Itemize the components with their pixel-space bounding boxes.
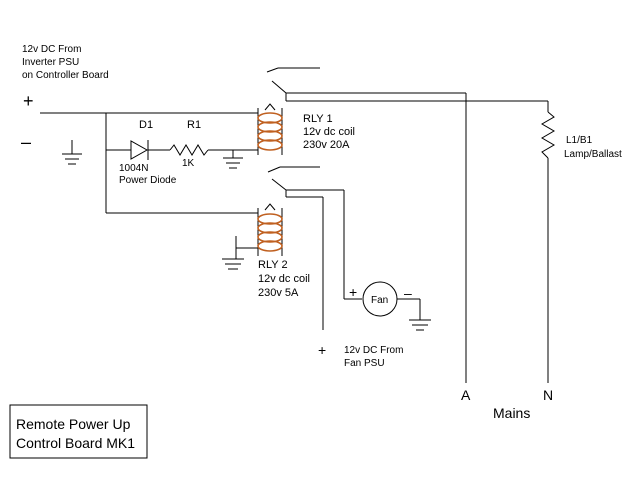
- relay2-contact: [267, 166, 320, 197]
- fan-supply-plus-sign: +: [318, 342, 326, 358]
- diode-ref-label: D1: [139, 119, 153, 131]
- fan-supply-label-line2: Fan PSU: [344, 358, 385, 369]
- resistor-value-label: 1K: [182, 158, 195, 169]
- relay2-name: RLY 2: [258, 259, 288, 271]
- title-line2: Control Board MK1: [16, 435, 135, 451]
- supply-label-line3: on Controller Board: [22, 70, 109, 81]
- lamp-description: Lamp/Ballast: [564, 149, 622, 160]
- diode-d1-symbol: [130, 140, 149, 160]
- fan-ground-symbol: [409, 299, 431, 331]
- fan-supply-label-line1: 12v DC From: [344, 345, 403, 356]
- relay1-coil: [257, 103, 283, 155]
- relay2-rating: 230v 5A: [258, 287, 299, 299]
- relay1-rating: 230v 20A: [303, 139, 350, 151]
- resistor-ref-label: R1: [187, 119, 201, 131]
- fan-minus-sign: –: [404, 285, 412, 301]
- fan-plus-sign: +: [349, 284, 357, 300]
- resistor-ground-symbol: [223, 150, 243, 169]
- mains-n-label: N: [543, 387, 553, 403]
- relay1-contact: [266, 67, 320, 101]
- mains-a-label: A: [461, 387, 471, 403]
- title-box: [9, 404, 148, 459]
- relay1-name: RLY 1: [303, 113, 333, 125]
- title-line1: Remote Power Up: [16, 416, 131, 432]
- fan-label: Fan: [371, 295, 388, 306]
- relay1-coil-spec: 12v dc coil: [303, 126, 355, 138]
- mains-label: Mains: [493, 405, 530, 421]
- diode-part-number: 1004N: [119, 163, 148, 174]
- relay2-coil: [257, 203, 283, 256]
- supply-label-line2: Inverter PSU: [22, 57, 79, 68]
- resistor-r1-symbol: [169, 144, 209, 156]
- supply-plus-sign: +: [23, 91, 34, 111]
- supply-minus-sign: –: [21, 132, 31, 152]
- relay2-ground-symbol: [222, 236, 244, 270]
- relay2-coil-spec: 12v dc coil: [258, 273, 310, 285]
- diode-part-description: Power Diode: [119, 175, 177, 186]
- lamp-ballast-symbol: [541, 111, 555, 159]
- lamp-ref-label: L1/B1: [566, 135, 593, 146]
- supply-label-line1: 12v DC From: [22, 44, 81, 55]
- supply-ground-symbol: [62, 140, 82, 165]
